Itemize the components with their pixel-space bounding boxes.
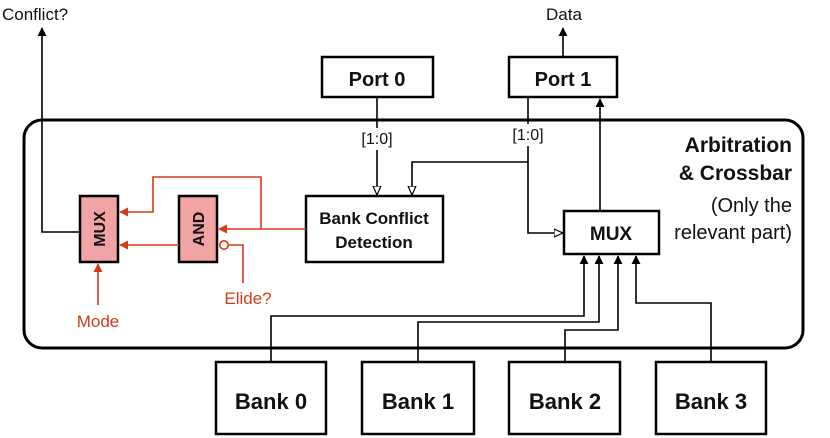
bank-0-label: Bank 0 xyxy=(235,389,307,414)
port-1-select-label: [1:0] xyxy=(512,127,543,144)
data-label: Data xyxy=(546,5,582,24)
and-gate-label: AND xyxy=(191,212,208,247)
elide-inverter-bubble xyxy=(219,240,230,251)
bank-0-to-mux-wire xyxy=(270,255,589,362)
main-mux-label: MUX xyxy=(590,224,633,245)
bank-1-box xyxy=(360,360,476,436)
and-gate-box xyxy=(177,194,219,264)
port-0-select-label: [1:0] xyxy=(361,131,392,148)
bank-3-to-mux-wire xyxy=(631,255,712,362)
port-1-label: Port 1 xyxy=(535,69,592,91)
small-mux-box xyxy=(78,194,120,264)
main-mux-box xyxy=(562,209,661,256)
bank-1-to-mux-wire xyxy=(417,255,604,362)
arbitration-title-line2: & Crossbar xyxy=(679,162,792,185)
bcd-label-line1: Bank Conflict xyxy=(319,209,429,228)
arbitration-title-line1: Arbitration xyxy=(685,134,792,157)
bank-conflict-detection-box xyxy=(304,194,445,264)
elide-input-wire xyxy=(228,244,244,283)
bank-1-label: Bank 1 xyxy=(382,389,454,414)
conflict-output-wire xyxy=(37,27,80,233)
bcd-to-mux-wire xyxy=(119,176,262,229)
bank-2-box xyxy=(507,360,622,436)
bank-2-label: Bank 2 xyxy=(529,389,601,414)
note-line1: (Only the xyxy=(711,195,792,217)
bcd-label-line2: Detection xyxy=(335,233,412,252)
port-0-label: Port 0 xyxy=(349,69,406,91)
bank-2-to-mux-wire xyxy=(564,255,623,362)
port-1-select-to-mux xyxy=(527,146,563,233)
port-1-box xyxy=(507,55,619,99)
mode-label: Mode xyxy=(77,312,120,331)
note-line2: relevant part) xyxy=(674,222,792,244)
bank-3-label: Bank 3 xyxy=(675,389,747,414)
small-mux-label: MUX xyxy=(92,211,109,247)
arbitration-crossbar-frame xyxy=(22,118,805,350)
conflict-label: Conflict? xyxy=(2,5,68,24)
elide-label: Elide? xyxy=(224,289,271,308)
port-1-select-to-bcd xyxy=(412,161,528,195)
bank-3-box xyxy=(654,360,768,436)
